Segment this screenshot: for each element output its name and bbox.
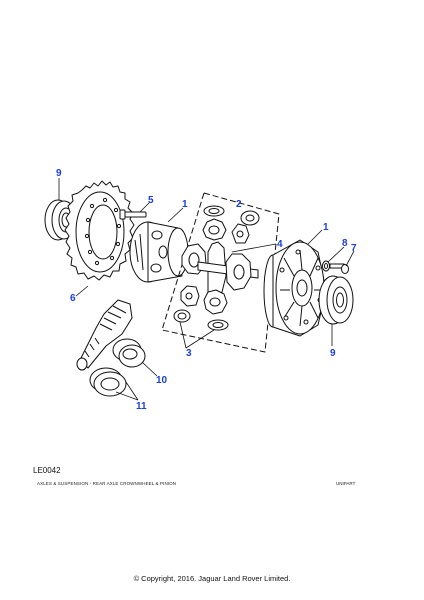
pinion-bearing-part: [112, 338, 146, 368]
differential-gear-kit-outline: [161, 192, 280, 353]
differential-gears-part: [173, 205, 260, 331]
callout-4: 4: [277, 239, 283, 250]
bearing-right-part: [318, 275, 354, 325]
callout-8: 8: [342, 238, 348, 249]
diagram-caption: AXLES & SUSPENSION - REAR AXLE CROWNWHEE…: [37, 481, 177, 486]
differential-case-right-part: [263, 239, 327, 337]
diagram-reference: LE0042: [33, 466, 61, 475]
callout-10: 10: [156, 375, 168, 386]
copyright-notice: © Copyright, 2016. Jaguar Land Rover Lim…: [133, 574, 291, 583]
washer-and-bolt-part: [322, 260, 349, 274]
callout-3: 3: [186, 348, 192, 359]
catalog-label: UNIPART: [336, 481, 356, 486]
leader-lines: [58, 178, 355, 401]
bolt-part: [119, 209, 147, 220]
callout-7: 7: [351, 243, 357, 254]
shims-part: [89, 367, 127, 397]
callout-2: 2: [236, 199, 242, 210]
callout-1-right: 1: [323, 222, 329, 233]
crown-wheel-part: [64, 180, 135, 281]
callout-6: 6: [70, 293, 76, 304]
pinion-shaft-part: [76, 299, 133, 371]
callout-1-left: 1: [182, 199, 188, 210]
callout-11: 11: [136, 401, 147, 412]
callout-9-left: 9: [56, 168, 62, 179]
callout-9-right: 9: [330, 348, 336, 359]
callout-5: 5: [148, 195, 154, 206]
